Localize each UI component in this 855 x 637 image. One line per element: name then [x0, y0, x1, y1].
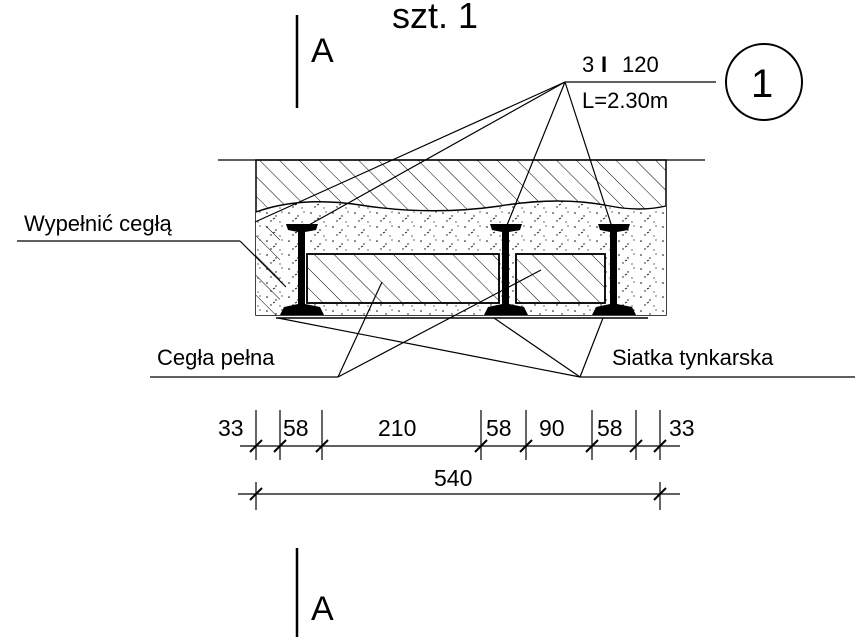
- section-mark-bottom: A: [311, 590, 334, 628]
- i-beam-2: [484, 224, 528, 315]
- dimension-chain: [240, 410, 680, 460]
- dimension-total-ticks: [249, 487, 667, 501]
- side-fill-left: [256, 226, 280, 315]
- dim-segment-6: 58: [597, 415, 623, 441]
- solid-brick-left-hatch: [306, 253, 500, 304]
- beam-length: L=2.30m: [582, 88, 668, 113]
- beam-profile-symbol: I: [601, 52, 607, 77]
- dimension-total: [238, 482, 680, 510]
- dim-segment-1: 33: [218, 415, 244, 441]
- label-brick-fill: Wypełnić cegłą: [24, 211, 173, 236]
- dim-segment-4: 58: [486, 415, 512, 441]
- dim-total: 540: [434, 465, 472, 491]
- drawing-title: szt. 1: [392, 0, 478, 36]
- dim-segment-7: 33: [669, 415, 695, 441]
- beam-callout-leaders: [254, 81, 716, 231]
- beam-count: 3: [582, 52, 594, 77]
- beam-mark-circle: [725, 43, 803, 121]
- solid-brick-right-hatch: [515, 253, 606, 304]
- dim-segment-2: 58: [283, 415, 309, 441]
- dim-segment-5: 90: [539, 415, 565, 441]
- leader-plaster-mesh: [277, 317, 855, 378]
- mortar-top-edge: [255, 200, 667, 213]
- dimension-ticks: [249, 439, 667, 453]
- leader-solid-brick: [150, 269, 542, 378]
- dim-segment-3: 210: [378, 415, 416, 441]
- section-mark-top: A: [311, 32, 334, 70]
- label-solid-brick: Cegła pełna: [157, 345, 275, 370]
- i-beam-3: [592, 224, 636, 315]
- leader-brick-fill: [17, 240, 287, 288]
- beam-profile-size: 120: [622, 52, 659, 77]
- i-beam-1: [280, 224, 324, 315]
- beam-mark-number: 1: [751, 62, 773, 106]
- label-plaster-mesh: Siatka tynkarska: [612, 345, 774, 370]
